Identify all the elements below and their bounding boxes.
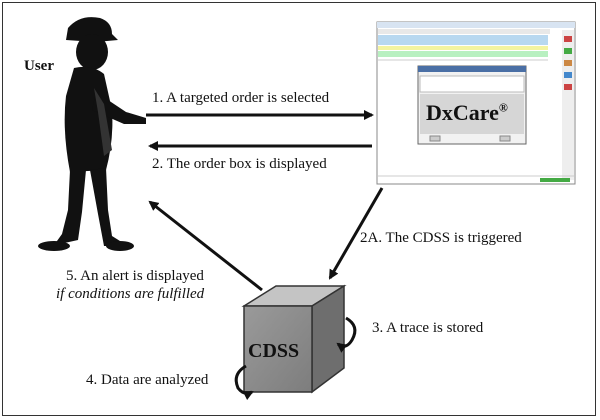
step-4-label: 4. Data are analyzed	[86, 372, 209, 388]
step-5-label: 5. An alert is displayed	[66, 268, 204, 284]
step-2-label: 2. The order box is displayed	[152, 156, 327, 172]
dxcare-screen	[376, 21, 576, 185]
registered-mark: ®	[498, 100, 508, 115]
arrow-step2a	[328, 187, 384, 280]
cdss-cube	[241, 284, 347, 394]
cdss-label: CDSS	[248, 340, 300, 362]
arrow-step5	[148, 200, 263, 292]
loop-arrow-analyze-icon	[234, 364, 254, 401]
dxcare-title: DxCare®	[426, 100, 508, 126]
step-1-label: 1. A targeted order is selected	[152, 90, 330, 106]
step-5-condition: if conditions are fulfilled	[56, 286, 205, 302]
step-3-label: 3. A trace is stored	[372, 320, 484, 336]
dxcare-name: DxCare	[426, 100, 499, 125]
loop-arrow-trace-icon	[336, 316, 357, 353]
actor-label: User	[24, 58, 54, 74]
diagram-frame	[2, 2, 596, 416]
step-2a-label: 2A. The CDSS is triggered	[360, 230, 522, 246]
user-silhouette-icon	[38, 17, 146, 251]
